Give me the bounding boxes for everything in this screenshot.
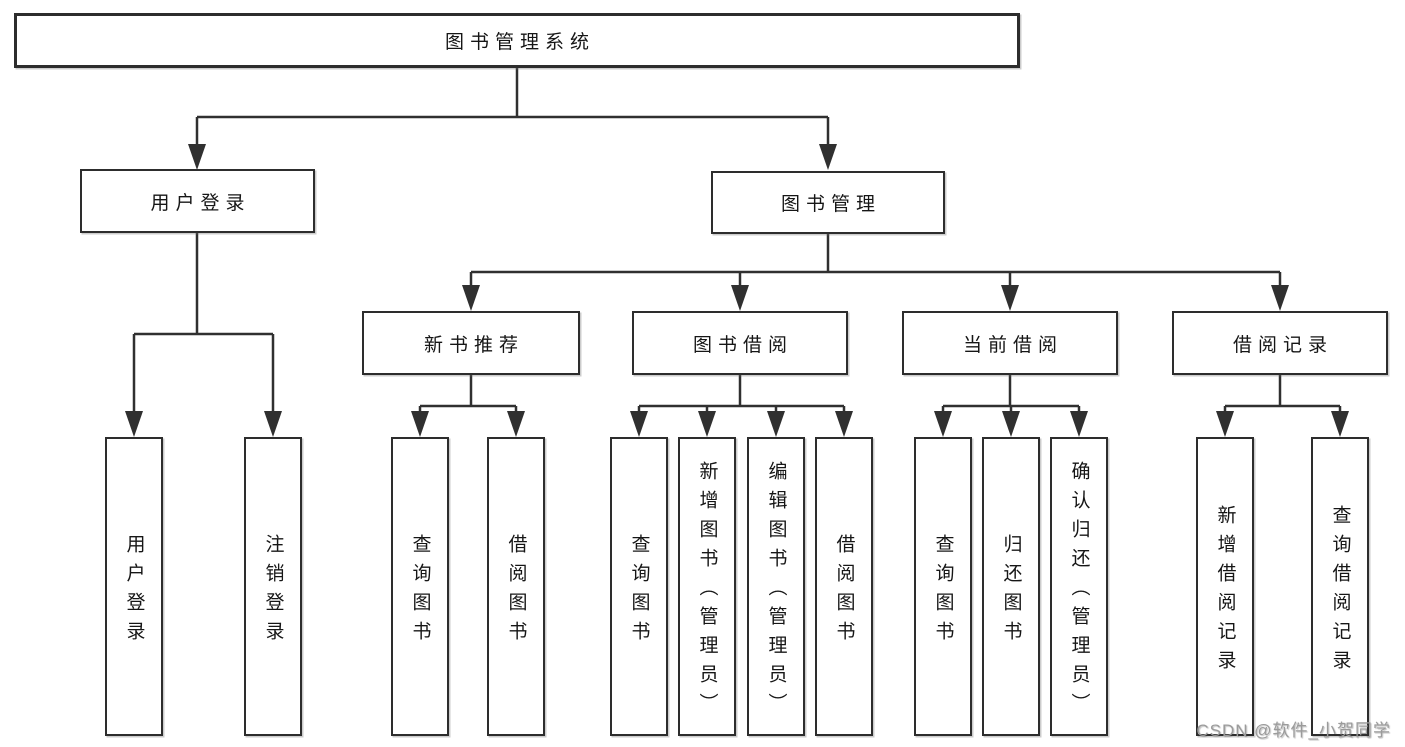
connector-root-to-level2 [188, 68, 837, 170]
node-label: 用户登录 [150, 192, 251, 214]
node-leaf-query-borrow-record: 查询借阅记录 [1311, 437, 1369, 736]
node-label: 借阅记录 [1232, 334, 1333, 356]
node-leaf-query-books: 查询图书 [391, 437, 449, 736]
node-label: 图书管理系统 [444, 32, 595, 53]
node-leaf-edit-books-admin: 编辑图书（管理员） [747, 437, 805, 736]
node-library-management-system: 图书管理系统 [14, 13, 1020, 68]
node-leaf-query-books: 查询图书 [610, 437, 668, 736]
node-label: 新增借阅记录 [1214, 504, 1236, 679]
node-label: 编辑图书（管理员） [765, 461, 787, 722]
node-label: 新书推荐 [423, 334, 524, 356]
connector-current-borrow-to-leaves [934, 375, 1088, 437]
node-book-management: 图书管理 [711, 171, 945, 234]
connector-book-borrow-to-leaves [630, 375, 853, 437]
node-label: 查询借阅记录 [1329, 504, 1351, 679]
node-borrowing-records: 借阅记录 [1172, 311, 1388, 375]
node-leaf-confirm-return-admin: 确认归还（管理员） [1050, 437, 1108, 736]
connector-borrow-records-to-leaves [1216, 375, 1349, 437]
node-new-book-recommendation: 新书推荐 [362, 311, 580, 375]
node-label: 查询图书 [409, 533, 431, 650]
node-label: 借阅图书 [833, 533, 855, 650]
node-book-borrowing: 图书借阅 [632, 311, 848, 375]
node-leaf-add-books-admin: 新增图书（管理员） [678, 437, 736, 736]
node-label: 确认归还（管理员） [1068, 461, 1090, 722]
node-leaf-logout: 注销登录 [244, 437, 302, 736]
node-label: 当前借阅 [962, 334, 1063, 356]
node-user-login: 用户登录 [80, 169, 315, 233]
node-leaf-return-books: 归还图书 [982, 437, 1040, 736]
node-label: 用户登录 [123, 533, 145, 650]
node-leaf-user-login: 用户登录 [105, 437, 163, 736]
node-label: 查询图书 [932, 533, 954, 650]
node-label: 借阅图书 [505, 533, 527, 650]
connector-new-book-rec-to-leaves [411, 375, 525, 437]
node-leaf-borrow-books: 借阅图书 [815, 437, 873, 736]
watermark-csdn: CSDN @软件_小贺同学 [1196, 721, 1391, 740]
node-leaf-add-borrow-record: 新增借阅记录 [1196, 437, 1254, 736]
node-label: 查询图书 [628, 533, 650, 650]
node-leaf-query-books: 查询图书 [914, 437, 972, 736]
node-label: 注销登录 [262, 533, 284, 650]
node-label: 图书借阅 [692, 334, 793, 356]
node-label: 归还图书 [1000, 533, 1022, 650]
node-current-borrowing: 当前借阅 [902, 311, 1118, 375]
connector-user-login-to-leaves [125, 233, 282, 437]
node-label: 新增图书（管理员） [696, 461, 718, 722]
connector-book-mgmt-to-level3 [462, 234, 1289, 311]
node-label: 图书管理 [780, 194, 881, 215]
node-leaf-borrow-books: 借阅图书 [487, 437, 545, 736]
